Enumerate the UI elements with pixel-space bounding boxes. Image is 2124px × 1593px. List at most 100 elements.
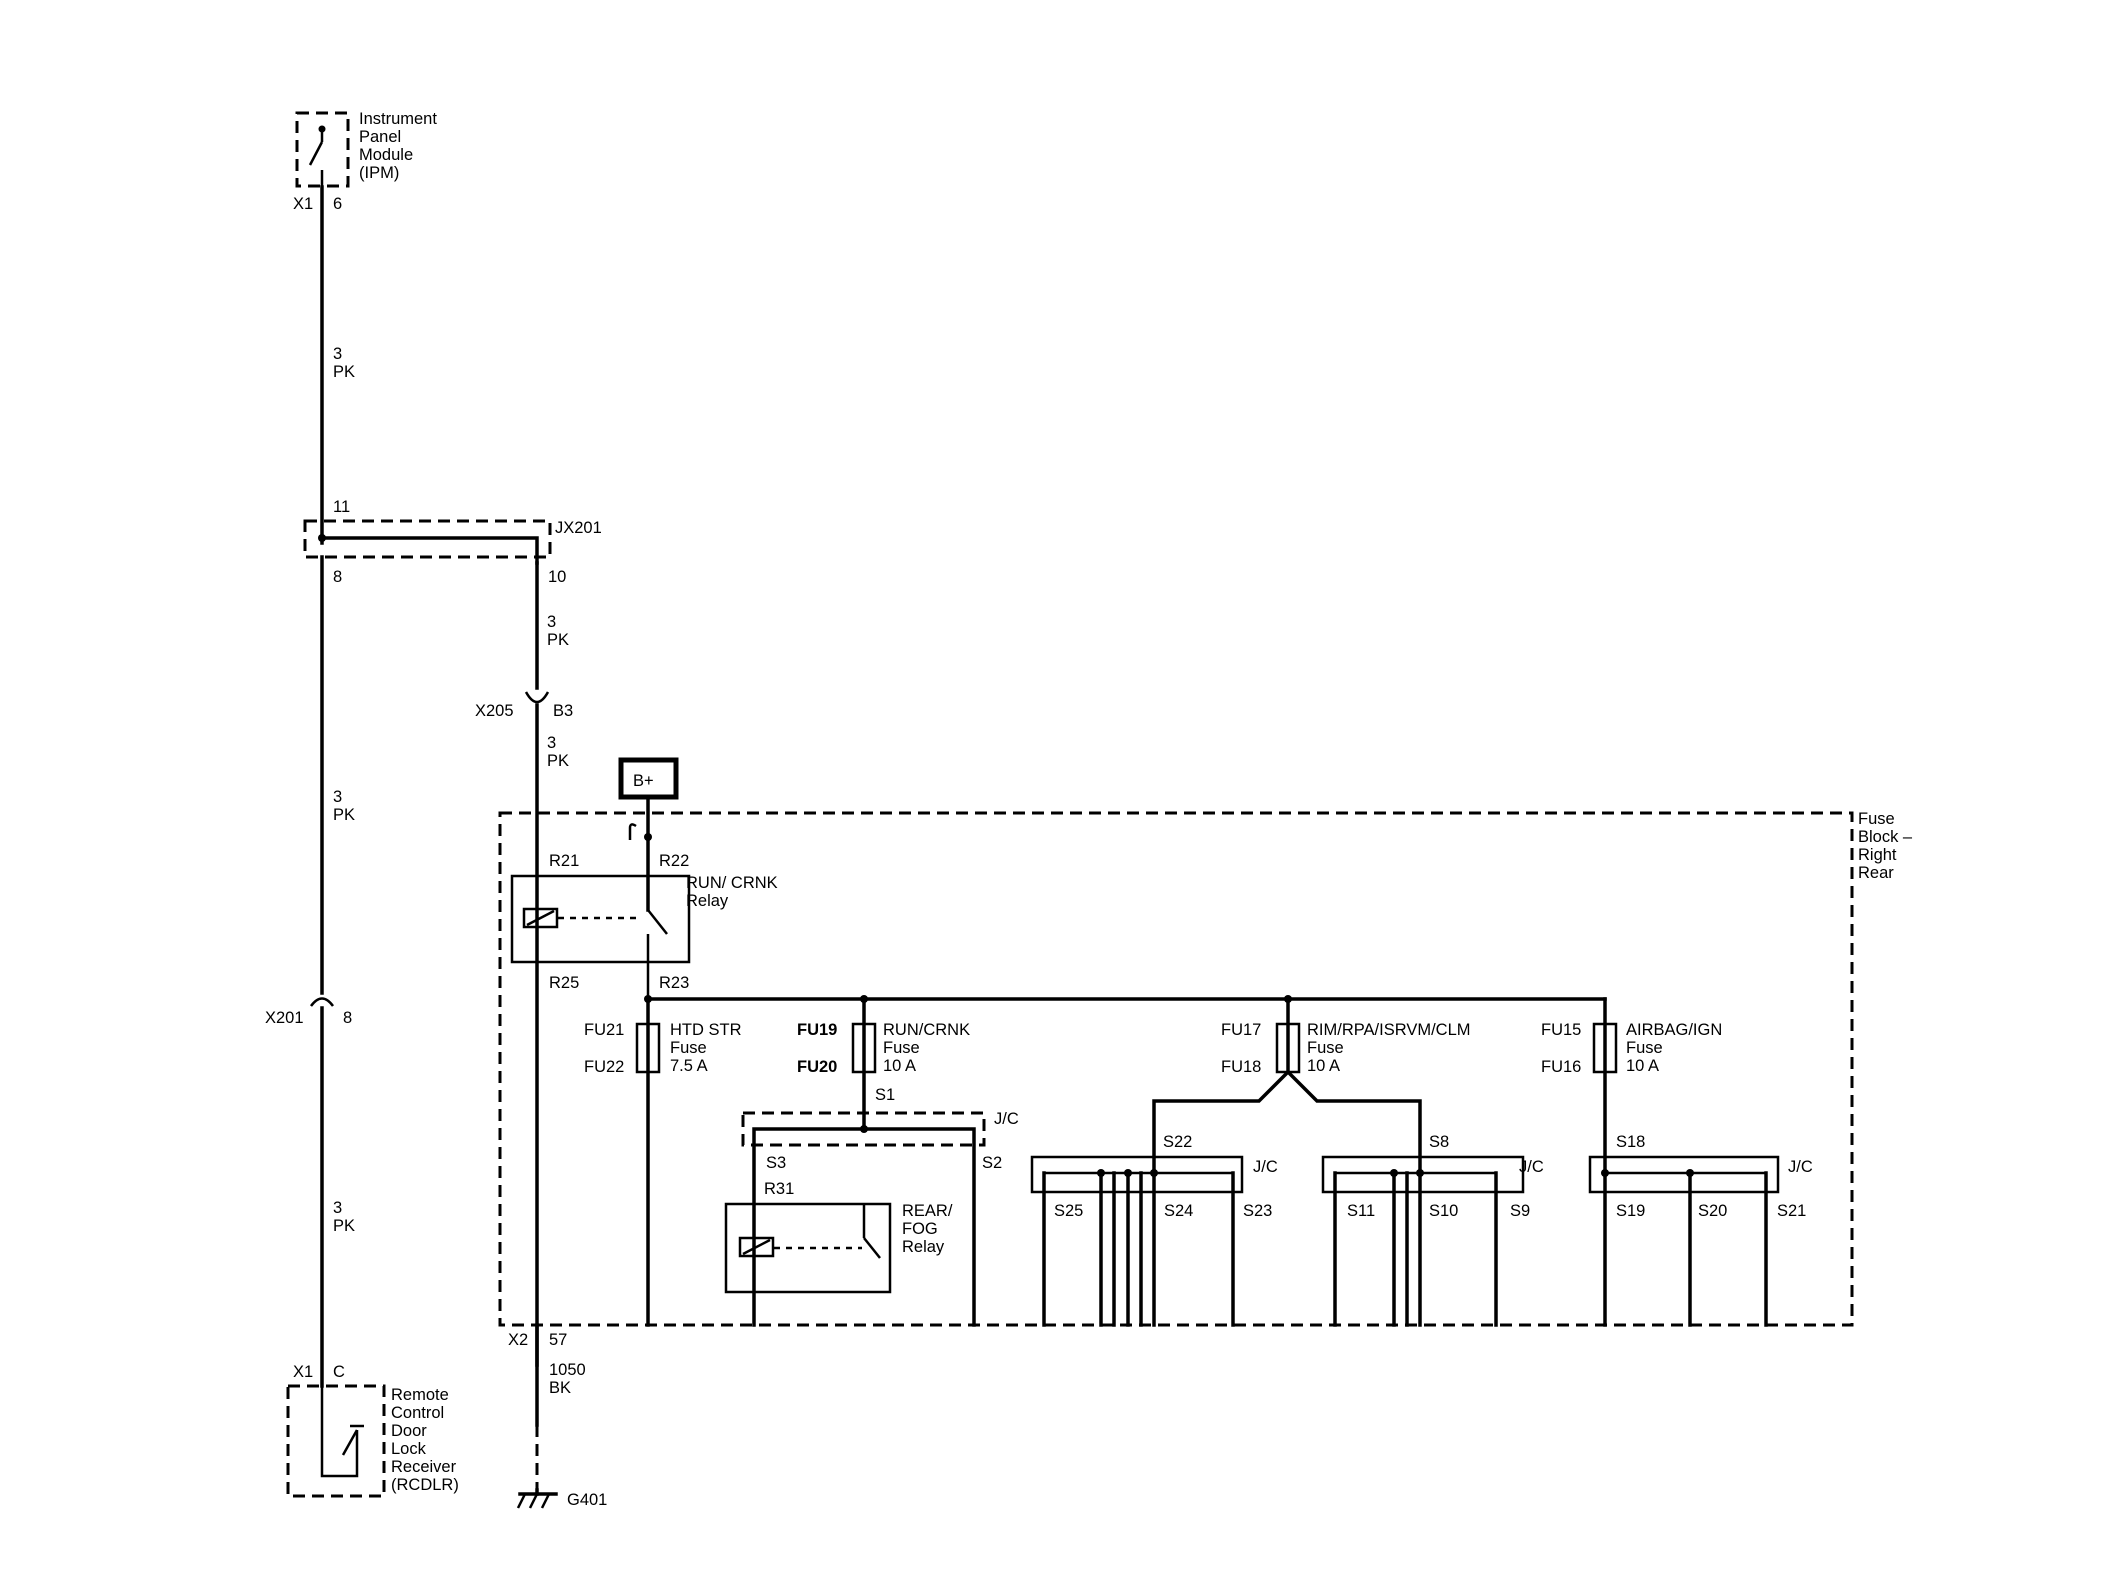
- fuse-rim-rpa-label-line2: Fuse: [1307, 1039, 1344, 1057]
- rcdlr-pin-label: C: [333, 1363, 345, 1381]
- junction-1: J/C S1 S3 S2: [741, 1086, 1019, 1327]
- rear-fog-relay-label-line2: FOG: [902, 1220, 938, 1238]
- rear-fog-relay-pin: R31: [764, 1180, 794, 1198]
- fuse-run-crnk-bottom: FU20: [797, 1058, 837, 1076]
- relay-pin-r23: R23: [659, 974, 689, 992]
- fuse-htd-str-label-line2: Fuse: [670, 1039, 707, 1057]
- ipm-label-line4: (IPM): [359, 164, 399, 182]
- rcdlr-label-line6: (RCDLR): [391, 1476, 459, 1494]
- wire-jx201-x205-gauge: 3: [547, 613, 556, 631]
- run-crnk-relay-label-line2: Relay: [686, 892, 729, 910]
- junction-4-out-3: S21: [1777, 1202, 1806, 1220]
- fuse-htd-str-label-line1: HTD STR: [670, 1021, 742, 1039]
- fuse-block-label-line4: Rear: [1858, 864, 1894, 882]
- junction-2: J/C S22 S25 S24 S23: [1030, 1133, 1278, 1327]
- fuse-block-label-line3: Right: [1858, 846, 1897, 864]
- fuse-run-crnk: FU19 FU20 RUN/CRNK Fuse 10 A: [797, 995, 970, 1131]
- fuse-run-crnk-label-line1: RUN/CRNK: [883, 1021, 970, 1039]
- ipm-module: Instrument Panel Module (IPM) X1 6: [293, 110, 437, 213]
- junction-2-in: S22: [1163, 1133, 1192, 1151]
- rcdlr-label-line5: Receiver: [391, 1458, 457, 1476]
- fuse-airbag-ign: FU15 FU16 AIRBAG/IGN Fuse 10 A: [1541, 997, 1722, 1175]
- rcdlr-label-line1: Remote: [391, 1386, 449, 1404]
- junction-1-in: S1: [875, 1086, 895, 1104]
- wire-x201-rcdlr-color: PK: [333, 1217, 355, 1235]
- ground-circuit: X2 57 1050 BK G401: [508, 1323, 607, 1509]
- rcdlr-label-line3: Door: [391, 1422, 427, 1440]
- x201-connector: X201 8: [265, 997, 352, 1027]
- fuse-rim-rpa-label-line3: 10 A: [1307, 1057, 1340, 1075]
- junction-3-in: S8: [1429, 1133, 1449, 1151]
- wire-jx201-x201-gauge: 3: [333, 788, 342, 806]
- junction-1-left: S3: [766, 1154, 786, 1172]
- jx201-pin-11: 11: [333, 498, 350, 516]
- fuse-rim-rpa-top: FU17: [1221, 1021, 1261, 1039]
- ipm-label-line2: Panel: [359, 128, 401, 146]
- ipm-label-line3: Module: [359, 146, 413, 164]
- junction-2-label: J/C: [1253, 1158, 1278, 1176]
- fuse-htd-str-top: FU21: [584, 1021, 624, 1039]
- rear-fog-relay: R31 REAR/ FOG Relay: [724, 1180, 953, 1294]
- fuse-airbag-ign-top: FU15: [1541, 1021, 1581, 1039]
- x205-label: X205: [475, 702, 514, 720]
- fuse-run-crnk-label-line3: 10 A: [883, 1057, 916, 1075]
- junction-3-out-2: S10: [1429, 1202, 1458, 1220]
- fuse-htd-str-bottom: FU22: [584, 1058, 624, 1076]
- fuse-block-label-line1: Fuse: [1858, 810, 1895, 828]
- relay-pin-r25: R25: [549, 974, 579, 992]
- junction-4: J/C S18 S19 S20 S21: [1588, 1133, 1813, 1327]
- fuse-htd-str: FU21 FU22 HTD STR Fuse 7.5 A: [584, 997, 742, 1327]
- jx201-pin-8: 8: [333, 568, 342, 586]
- wire-x205-relay-color: PK: [547, 752, 569, 770]
- junction-2-out-2: S24: [1164, 1202, 1193, 1220]
- fuse-rim-rpa: FU17 FU18 RIM/RPA/ISRVM/CLM Fuse 10 A: [1152, 995, 1471, 1175]
- ipm-connector-label: X1: [293, 195, 313, 213]
- x2-pin-label: 57: [549, 1331, 567, 1349]
- junction-2-out-3: S23: [1243, 1202, 1272, 1220]
- relay-pin-r21: R21: [549, 852, 579, 870]
- junction-4-in: S18: [1616, 1133, 1645, 1151]
- rcdlr-module: X1 C Remote Control Door Lock Receiver (…: [286, 1363, 459, 1498]
- fuse-airbag-ign-bottom: FU16: [1541, 1058, 1581, 1076]
- x205-pin: B3: [553, 702, 573, 720]
- jx201-label: JX201: [555, 519, 602, 537]
- rear-fog-relay-label-line1: REAR/: [902, 1202, 953, 1220]
- junction-1-label: J/C: [994, 1110, 1019, 1128]
- wire-jx201-x205-color: PK: [547, 631, 569, 649]
- ground-label: G401: [567, 1491, 607, 1509]
- rcdlr-label-line4: Lock: [391, 1440, 427, 1458]
- wire-ground-gauge: 1050: [549, 1361, 586, 1379]
- wire-x205-relay-gauge: 3: [547, 734, 556, 752]
- fuse-airbag-ign-label-line1: AIRBAG/IGN: [1626, 1021, 1722, 1039]
- fuse-run-crnk-label-line2: Fuse: [883, 1039, 920, 1057]
- x205-connector: X205 B3: [475, 691, 573, 720]
- junction-1-right: S2: [982, 1154, 1002, 1172]
- x2-connector-label: X2: [508, 1331, 528, 1349]
- wire-ipm-jx201-gauge: 3: [333, 345, 342, 363]
- x201-label: X201: [265, 1009, 304, 1027]
- junction-3-label: J/C: [1519, 1158, 1544, 1176]
- fuse-block-label-line2: Block –: [1858, 828, 1913, 846]
- junction-4-out-2: S20: [1698, 1202, 1727, 1220]
- wire-jx201-x201-color: PK: [333, 806, 355, 824]
- fuse-block: Fuse Block – Right Rear: [498, 810, 1913, 1327]
- jx201-pin-10: 10: [548, 568, 566, 586]
- run-crnk-relay: R21 R22 R25 R23 RUN/ CRNK Relay: [510, 852, 778, 996]
- junction-4-label: J/C: [1788, 1158, 1813, 1176]
- junction-3: J/C S8 S11 S10 S9: [1321, 1133, 1544, 1327]
- wire-x201-rcdlr-gauge: 3: [333, 1199, 342, 1217]
- jx201-splice: JX201 11 8 10: [303, 498, 602, 586]
- ipm-label-line1: Instrument: [359, 110, 437, 128]
- wire-ground-color: BK: [549, 1379, 571, 1397]
- fuse-rim-rpa-label-line1: RIM/RPA/ISRVM/CLM: [1307, 1021, 1471, 1039]
- fuse-run-crnk-top: FU19: [797, 1021, 837, 1039]
- fuse-htd-str-label-line3: 7.5 A: [670, 1057, 708, 1075]
- run-crnk-relay-label-line1: RUN/ CRNK: [686, 874, 778, 892]
- x201-pin: 8: [343, 1009, 352, 1027]
- fuse-rim-rpa-bottom: FU18: [1221, 1058, 1261, 1076]
- rear-fog-relay-label-line3: Relay: [902, 1238, 945, 1256]
- ipm-pin-label: 6: [333, 195, 342, 213]
- battery-positive: B+: [618, 757, 679, 912]
- junction-4-out-1: S19: [1616, 1202, 1645, 1220]
